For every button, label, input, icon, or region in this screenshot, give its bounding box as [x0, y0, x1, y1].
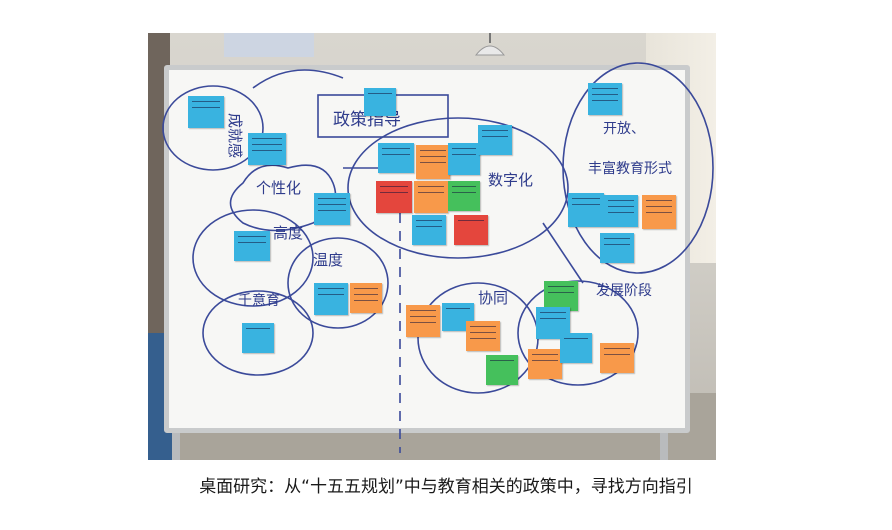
photo-caption: 桌面研究：从“十五五规划”中与教育相关的政策中，寻找方向指引 — [199, 477, 693, 497]
arrow-top — [252, 69, 344, 89]
sticky-note — [486, 355, 518, 385]
sticky-note — [314, 283, 348, 315]
sticky-note — [528, 349, 562, 379]
sticky-note — [406, 305, 440, 337]
ceiling-lamp-icon — [474, 33, 506, 56]
sticky-note — [448, 143, 480, 175]
sticky-note — [544, 281, 578, 311]
circle-qian-yi — [202, 290, 314, 376]
sticky-note — [412, 215, 446, 245]
sticky-note — [454, 215, 488, 245]
label-fa-zhan: 发展阶段 — [596, 283, 652, 299]
sticky-note — [642, 195, 676, 229]
board-leg-left — [172, 428, 180, 460]
sticky-note — [364, 88, 396, 116]
label-kai-fang: 开放、 — [603, 121, 645, 137]
whiteboard-photo: 政策指导 成就感 个性化 数字化 开放、 丰富教育形式 高度 温度 千意育 协同… — [148, 33, 716, 460]
circle-gao-du — [192, 209, 314, 307]
label-gao-du: 高度 — [273, 224, 303, 242]
label-qian-yi: 千意育 — [238, 292, 280, 309]
sticky-note — [600, 233, 634, 263]
wall-banner — [224, 33, 314, 57]
board-leg-right — [660, 428, 668, 460]
sticky-note — [560, 333, 592, 363]
label-shu-zi: 数字化 — [488, 171, 533, 189]
circle-cheng-jiu — [162, 85, 264, 171]
sticky-note — [416, 145, 450, 179]
label-cheng-jiu: 成就感 — [226, 113, 244, 158]
sticky-note — [448, 181, 480, 211]
label-xie-tong: 协同 — [478, 289, 508, 307]
label-feng-fu: 丰富教育形式 — [588, 160, 672, 177]
circle-wen-du — [287, 237, 389, 329]
circle-kai-fang — [562, 62, 714, 274]
sticky-note — [478, 125, 512, 155]
label-ge-xing: 个性化 — [256, 179, 301, 197]
arrow-diagonal — [542, 222, 584, 284]
sticky-note — [248, 133, 286, 165]
label-wen-du: 温度 — [313, 251, 343, 269]
sticky-note — [604, 195, 638, 227]
sticky-note — [242, 323, 274, 353]
sticky-note — [188, 96, 224, 128]
sticky-note — [414, 181, 448, 213]
circle-shu-zi — [347, 117, 569, 259]
sticky-note — [350, 283, 382, 313]
sticky-note — [234, 231, 270, 261]
sticky-note — [376, 181, 412, 213]
sticky-note — [568, 193, 604, 227]
sticky-note — [588, 83, 622, 115]
sticky-note — [314, 193, 350, 225]
sticky-note — [466, 321, 500, 351]
sticky-note — [378, 143, 414, 173]
circle-fa-zhan — [517, 280, 639, 386]
sticky-note — [600, 343, 634, 373]
marker-sketch: 政策指导 成就感 个性化 数字化 开放、 丰富教育形式 高度 温度 千意育 协同… — [162, 62, 714, 453]
